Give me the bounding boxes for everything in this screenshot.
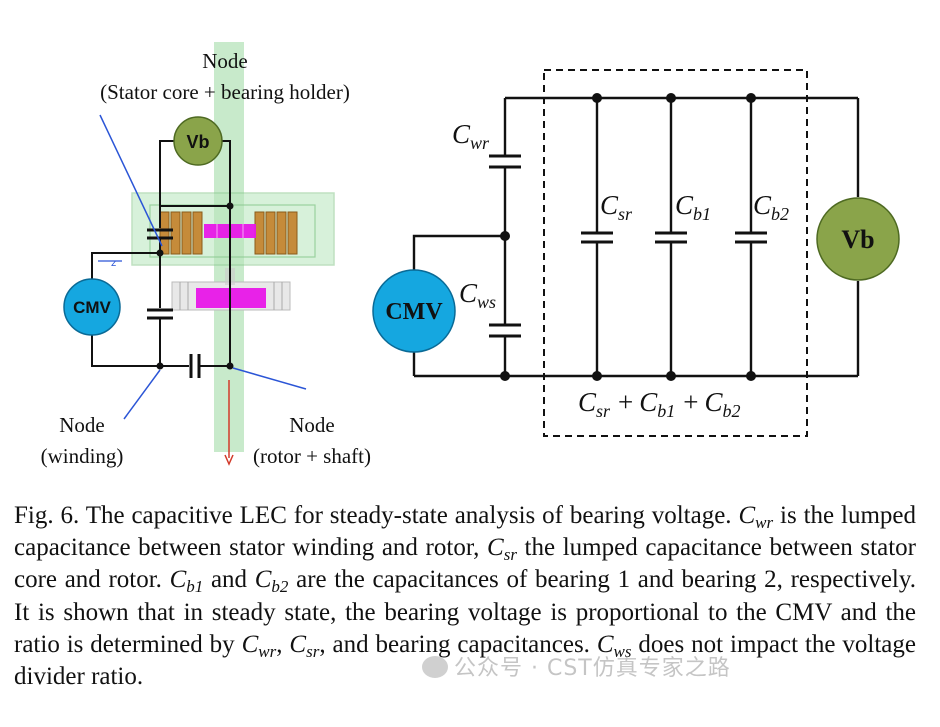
node-winding-label-line2: (winding) <box>41 444 124 468</box>
dashed-box <box>543 69 808 437</box>
caption-math-cwr-2-sub: wr <box>258 641 277 661</box>
caption-math-cwr: C <box>738 502 756 529</box>
caption-math-cws: C <box>596 630 614 658</box>
caption-text-2: is the lumped capacitance between stator… <box>14 502 916 562</box>
caption-text-4: and <box>203 566 255 594</box>
caption-text-3: the lumped capacitance between stator co… <box>14 534 916 594</box>
cmv-source <box>372 269 456 353</box>
vb-right-wire <box>221 140 231 206</box>
watermark-text: 公众号 · CST仿真专家之路 <box>454 656 731 681</box>
cmv-label-small: CMV <box>73 298 111 317</box>
caption-math-cb1: C <box>169 566 187 594</box>
caption-text-8: does not impact the voltage divider rati… <box>14 630 917 691</box>
figure-caption: Fig. 6. The capacitive LEC for steady-st… <box>14 500 916 693</box>
c-sr-label: Csr <box>600 190 633 224</box>
cmv-bottom-wire <box>91 333 160 367</box>
caption-math-csr-2: C <box>289 630 307 658</box>
watermark: 公众号 · CST仿真专家之路 <box>422 650 731 682</box>
caption-text-6: , <box>276 630 290 658</box>
caption-fig-label: Fig. 6. <box>14 502 80 529</box>
winding-coils <box>159 211 298 255</box>
vb-label: Vb <box>841 225 874 254</box>
c-b2-label: Cb2 <box>753 190 789 224</box>
axis-label-z: z <box>111 258 116 269</box>
node-winding-label-line1: Node <box>59 413 105 437</box>
caption-text-1: The capacitive LEC for steady-state anal… <box>79 502 739 529</box>
caption-math-csr: C <box>487 534 504 562</box>
caption-math-cws-sub: ws <box>613 641 632 661</box>
cmv-source-small <box>63 278 121 336</box>
caption-math-cb1-sub: b1 <box>186 577 204 597</box>
right-circuit: CMV Vb Cwr Cws Csr Cb1 Cb2 <box>372 69 900 437</box>
caption-text-5: are the capacitances of bearing 1 and be… <box>14 566 916 658</box>
vb-source-small <box>173 116 223 166</box>
caption-math-cb2: C <box>254 566 272 594</box>
cmv-top-wire <box>91 252 160 281</box>
caption-math-cwr-2: C <box>241 630 259 658</box>
caption-text-7: , and bearing capacitances. <box>319 630 597 658</box>
caption-math-csr-sub: sr <box>503 545 517 565</box>
node-rotor-label-line1: Node <box>289 413 335 437</box>
shaft-arrow <box>224 454 234 466</box>
c-b1-label: Cb1 <box>675 190 711 224</box>
watermark-logo-icon <box>422 656 448 678</box>
c-ws-label: Cws <box>459 278 496 312</box>
caption-math-cwr-sub: wr <box>755 513 774 532</box>
caption-math-cb2-sub: b2 <box>271 577 289 597</box>
node-rotor-label-line2: (rotor + shaft) <box>253 444 371 468</box>
caption-math-csr-2-sub: sr <box>306 641 320 661</box>
left-figure: z Vb CMV <box>41 42 371 468</box>
vb-left-wire <box>159 140 230 207</box>
leader-winding <box>123 369 161 420</box>
sum-label: Csr + Cb1 + Cb2 <box>578 387 741 421</box>
c-wr-label: Cwr <box>452 119 490 153</box>
leader-rotor <box>232 367 307 390</box>
vb-source <box>816 197 900 281</box>
vb-label-small: Vb <box>186 132 209 152</box>
leader-stator <box>99 114 163 247</box>
node-stator-label-line1: Node <box>202 49 248 73</box>
figure: z Vb CMV <box>41 42 900 468</box>
cmv-label: CMV <box>385 299 443 325</box>
node-stator-label-line2: (Stator core + bearing holder) <box>100 80 350 104</box>
